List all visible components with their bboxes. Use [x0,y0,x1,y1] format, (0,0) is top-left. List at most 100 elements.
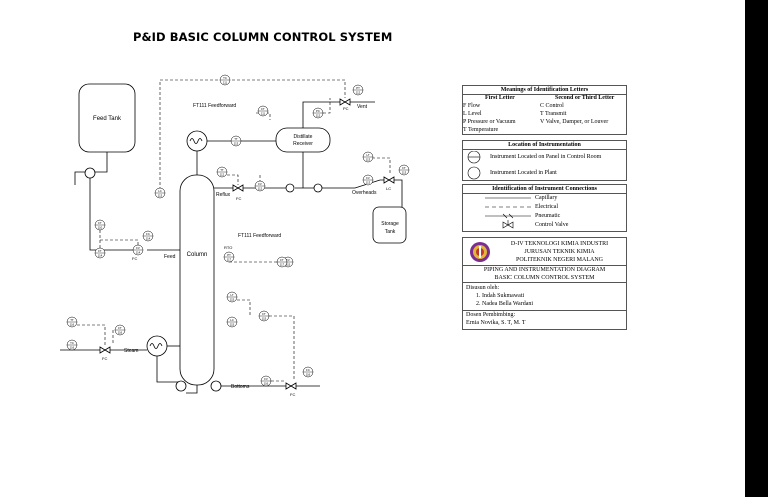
balloon-tag-bot: 113 [366,157,371,161]
balloon-tag-bot: 113 [158,193,163,197]
balloon-tag-top: FV [286,258,290,262]
reflux-label: Reflux [216,192,231,198]
balloon-tag-bot: 111 [261,111,266,115]
balloon-tag-top: FT [98,221,102,225]
balloon-tag-bot: 116 [70,345,75,349]
storage-tank[interactable] [372,206,407,244]
bottoms-valve[interactable] [285,382,297,390]
reboiler-feed [156,356,180,383]
first-letter: L Level [463,111,482,117]
column-label: Column [187,252,208,258]
balloon-tag-top: TT [70,318,74,322]
bottoms-pump-b[interactable] [210,380,222,392]
balloon-tag-bot: 115 [262,316,267,320]
location-symbols [467,151,481,180]
balloon-tag-top: FT [118,326,122,330]
reflux-valve[interactable] [232,184,244,192]
bottoms-outlet [186,385,198,394]
doc-title-2: BASIC COLUMN CONTROL SYSTEM [494,275,595,281]
institution-dept: JURUSAN TEKNIK KIMIA [524,249,595,255]
storage-label-2: Tank [385,229,396,235]
distillate-receiver[interactable] [275,127,331,153]
location-panel: Instrument Located on Panel in Control R… [490,154,602,160]
institution-program: D-IV TEKNOLOGI KIMIA INDUSTRI [510,241,609,247]
balloon-tag-top: FT [262,312,266,316]
rto-label: RTO [224,245,232,250]
feed-line-2 [89,178,133,251]
balloon-tag-top: FV [366,176,370,180]
second-letter: V Valve, Damper, or Louver [540,119,609,125]
doc-title-1: PIPING AND INSTRUMENTATION DIAGRAM [483,267,606,273]
doc-title: PIPING AND INSTRUMENTATION DIAGRAM BASIC… [463,265,626,283]
vent-line [302,101,340,128]
balloon-tag-bot: 114 [136,250,141,254]
balloon-tag-bot: 113 [366,180,371,184]
balloon-tag-bot: 114 [98,253,103,257]
legend-location: Location of Instrumentation Instrument L… [462,140,627,181]
legend-location-heading: Location of Instrumentation [463,141,626,150]
balloon-tag-bot: 116 [306,372,311,376]
distillation-column[interactable] [179,174,215,386]
balloon-tag-bot: 112 [258,186,263,190]
balloon-tag-top: PC [316,109,320,113]
bottoms-pump-a[interactable] [175,380,187,392]
authors-block: Disusun oleh: 1. Indah Sukmawati 2. Nade… [466,284,533,308]
balloon-tag-top: FT [402,166,406,170]
connection-symbols [485,197,531,229]
balloon-tag-bot: 110 [98,225,103,229]
steam-fc-label: FC [102,356,107,361]
balloon-tag-bot: 112 [356,90,361,94]
institution-name: POLITEKNIK NEGERI MALANG [516,257,603,263]
distillate-label-1: Distillate [294,134,313,140]
overhead-lc-label: LC [386,186,391,191]
balloon-tag-top: TC [223,76,227,80]
balloon-tag-bot: 115 [230,322,235,326]
balloon-tag-bot: 113 [402,170,407,174]
condenser-coil [189,138,203,144]
balloon-tag-top: LC [158,189,162,193]
feed-tank-label: Feed Tank [93,116,122,122]
balloon-tag-top: FT [280,258,284,262]
first-letter: P Pressure or Vacuum [463,119,516,125]
reboiler-coil [149,343,163,349]
balloon-tag-bot: 114 [146,236,151,240]
instrument-balloons: TC111FT111TT112FV112PT112PC112TT113LT113… [66,74,410,387]
steam-label: Steam [124,348,138,354]
balloon-tag-top: FT [261,107,265,111]
reflux-fc-label: FC [236,196,241,201]
balloon-tag-bot: 116 [118,330,123,334]
advisor-name: Ernia Novika, S. T, M. T [466,320,526,326]
balloon-tag-bot: 117 [227,257,232,261]
distillate-label-2: Receiver [293,141,313,147]
balloon-tag-top: TT [220,168,224,172]
balloon-tag-top: FC [306,368,310,372]
institution-lines: D-IV TEKNOLOGI KIMIA INDUSTRI JURUSAN TE… [493,240,626,264]
storage-inlet [380,179,403,207]
legend-connections-heading: Identification of Instrument Connections [463,185,626,194]
first-letters: F Flow L Level P Pressure or Vacuum T Te… [463,102,538,134]
balloon-tag-top: PT [227,253,231,257]
col-second: Second or Third Letter [555,95,615,101]
overhead-pump[interactable] [313,183,323,193]
balloon-tag-top: PT [356,86,360,90]
vent-valve[interactable] [339,98,351,106]
second-letter: T Transmit [540,111,567,117]
balloon-tag-bot: 112 [316,113,321,117]
bottoms-label: Bottoms [231,384,250,390]
balloon-tag-top: TT [234,137,238,141]
balloon-tag-bot: 115 [230,297,235,301]
drawing-sheet [0,0,745,497]
steam-valve[interactable] [99,346,111,354]
reflux-pump[interactable] [285,183,295,193]
author-2: 2. Nadea Bella Wardani [476,301,534,307]
overhead-valve[interactable] [383,176,395,184]
location-plant: Instrument Located in Plant [490,170,557,176]
legend-letters-heading: Meanings of Identification Letters [463,86,626,95]
author-1: 1. Indah Sukmawati [476,293,525,299]
feed-pump[interactable] [84,167,96,179]
conn-control-valve: Control Valve [535,222,569,228]
balloon-tag-top: LC [230,318,234,322]
overheads-label: Overheads [352,190,377,196]
prepared-label: Disusun oleh: [466,285,500,291]
